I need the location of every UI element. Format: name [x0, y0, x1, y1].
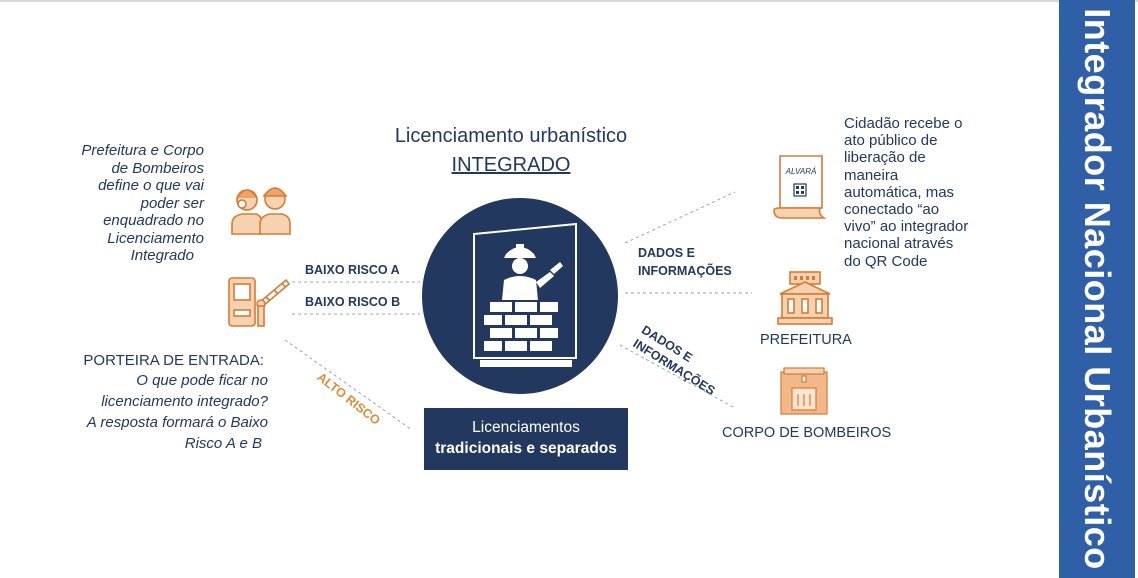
porteira-line: O que pode ficar no — [136, 372, 268, 389]
alvara-label: ALVARÁ — [785, 167, 817, 176]
label-baixo-risco-a: BAIXO RISCO A — [305, 263, 400, 277]
note-left: Prefeitura e Corpo de Bombeiros define o… — [60, 142, 204, 265]
alvara-document-icon: ALVARÁ — [773, 155, 827, 219]
worker-wall-icon — [473, 222, 577, 367]
label-dados-informacoes-1: DADOS E INFORMAÇÕES — [638, 244, 732, 280]
traditional-licensing-box: Licenciamentos tradicionais e separados — [424, 408, 628, 470]
note-left-line: Prefeitura e Corpo — [81, 142, 204, 159]
note-right-line: Cidadão recebe o — [844, 115, 963, 132]
informacoes-line: INFORMAÇÕES — [638, 264, 732, 278]
note-right: Cidadão recebe o ato público de liberaçã… — [844, 115, 978, 270]
note-right-line: liberação de — [844, 149, 926, 167]
title-line-2: INTEGRADO — [451, 154, 571, 176]
connector-bombeiros — [619, 344, 736, 409]
porteira-title: PORTEIRA DE ENTRADA: — [83, 352, 264, 369]
dados-line: DADOS E — [638, 246, 695, 260]
note-left-line: de Bombeiros — [111, 159, 204, 177]
side-banner-title: Integrador Nacional Urbanístico — [1077, 8, 1118, 570]
connector-alvara — [624, 191, 736, 244]
traditional-line-2: tradicionais e separados — [435, 440, 617, 457]
note-right-line: automática, mas — [844, 183, 955, 201]
connector-alto-risco — [284, 339, 413, 431]
note-right-line: conectado “ao — [844, 201, 940, 219]
porteira-line: A resposta formará o Baixo — [86, 414, 268, 431]
label-prefeitura: PREFEITURA — [760, 332, 852, 348]
diagram-title: Licenciamento urbanístico INTEGRADO — [380, 122, 642, 180]
note-right-line: do QR Code — [844, 252, 928, 270]
porteira-line: Risco A e B — [184, 435, 262, 452]
traditional-line-1: Licenciamentos — [472, 419, 580, 436]
top-divider — [0, 0, 1138, 2]
note-right-line: ato público de — [844, 132, 938, 150]
city-hall-icon — [777, 271, 833, 325]
note-left-line: enquadrado no — [103, 212, 204, 229]
note-right-line: maneira — [844, 166, 899, 184]
side-banner: Integrador Nacional Urbanístico — [1059, 0, 1135, 578]
gate-icon — [228, 277, 290, 327]
fire-station-icon — [780, 367, 828, 415]
porteira-line: licenciamento integrado? — [101, 393, 268, 410]
porteira-body: O que pode ficar no licenciamento integr… — [60, 370, 268, 454]
label-baixo-risco-b: BAIXO RISCO B — [305, 295, 401, 309]
note-left-line: define o que vai — [98, 177, 204, 194]
label-corpo-de-bombeiros: CORPO DE BOMBEIROS — [722, 425, 892, 441]
note-right-line: nacional através — [844, 235, 954, 253]
officials-icon — [231, 187, 291, 235]
title-line-1: Licenciamento urbanístico — [394, 125, 628, 147]
note-left-line: poder ser — [140, 194, 204, 212]
note-left-line: Integrado — [130, 247, 194, 264]
note-left-line: Licenciamento — [107, 229, 204, 247]
note-right-line: vivo” ao integrador — [844, 218, 969, 236]
